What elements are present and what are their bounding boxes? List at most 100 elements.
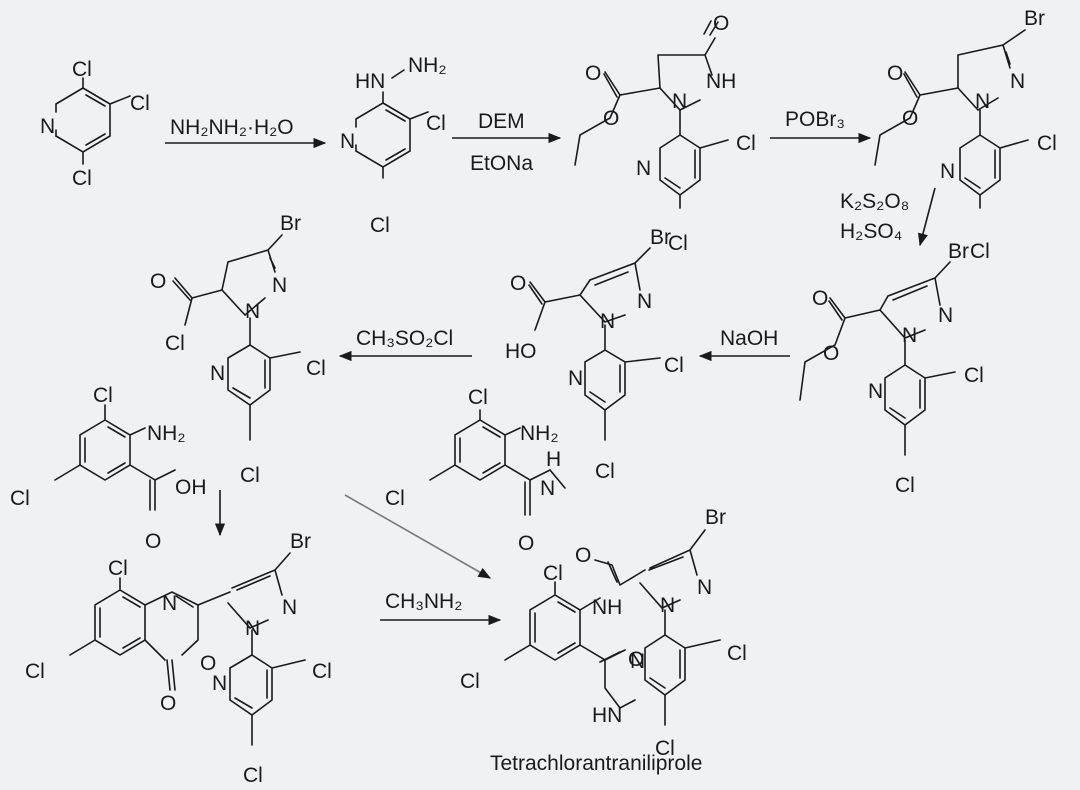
- atom-o: O: [628, 648, 644, 671]
- atom-cl: Cl: [468, 386, 488, 409]
- atom-o: O: [145, 530, 161, 553]
- atom-cl: Cl: [964, 364, 984, 387]
- reagent-step2-bottom: EtONa: [470, 152, 533, 175]
- atom-br: Br: [650, 226, 671, 249]
- atom-o: O: [713, 12, 729, 35]
- trichloropyridine-structure: [55, 77, 131, 165]
- atom-cl: Cl: [895, 474, 915, 497]
- atom-o: O: [510, 272, 526, 295]
- atom-cl: Cl: [72, 167, 92, 190]
- benzoxazinone-labels: Cl N O O Cl Br N N N Cl Cl: [25, 530, 332, 787]
- atom-n: N: [660, 594, 675, 617]
- atom-cl: Cl: [25, 660, 45, 683]
- atom-n: N: [868, 380, 883, 403]
- atom-o: O: [160, 692, 176, 715]
- atom-cl: Cl: [108, 557, 128, 580]
- reagent-step2-top: DEM: [478, 110, 525, 133]
- product-structure: [504, 529, 721, 726]
- bromo-pyrazole-acid-structure: [528, 247, 661, 441]
- acid-chloride-structure: [172, 234, 301, 441]
- atom-br: Br: [280, 212, 301, 235]
- trichloropyridine-labels: N Cl Cl Cl: [40, 58, 150, 190]
- atom-nh2: NH₂: [147, 422, 185, 445]
- atom-o: O: [902, 107, 918, 130]
- atom-n: N: [245, 300, 260, 323]
- atom-cl: Cl: [243, 764, 263, 787]
- hydrazinopyridine-labels: N HN NH₂ Cl Cl: [340, 54, 446, 237]
- reagent-step5: NaOH: [720, 327, 778, 350]
- atom-cl: Cl: [385, 487, 405, 510]
- atom-br: Br: [290, 530, 311, 553]
- atom-n: N: [697, 576, 712, 599]
- aminobenzamide-labels: Cl NH₂ H N O Cl: [385, 386, 561, 555]
- atom-hn: HN: [592, 704, 622, 727]
- atom-cl: Cl: [240, 464, 260, 487]
- atom-n: N: [210, 362, 225, 385]
- atom-cl: Cl: [165, 332, 185, 355]
- arrow-coupling: [344, 494, 492, 579]
- atom-cl: Cl: [1037, 132, 1057, 155]
- atom-o: O: [585, 62, 601, 85]
- reagent-step4-top: K₂S₂O₈: [840, 190, 909, 213]
- atom-cl: Cl: [426, 112, 446, 135]
- pyrazolidinone-ester-structure: [574, 20, 729, 209]
- atom-nh: NH: [592, 596, 622, 619]
- atom-o: O: [200, 652, 216, 675]
- bromo-pyrazole-ester-labels: Br N N O O N Cl Cl: [812, 240, 984, 497]
- atom-cl: Cl: [312, 660, 332, 683]
- bromo-dihydropyrazole-ester-structure: [874, 29, 1029, 209]
- atom-cl: Cl: [664, 354, 684, 377]
- atom-o: O: [150, 270, 166, 293]
- aminobenzoic-acid-structure: [54, 404, 176, 511]
- atom-cl: Cl: [72, 58, 92, 81]
- atom-ho: HO: [505, 340, 537, 363]
- atom-n: N: [1010, 70, 1025, 93]
- atom-nh2: NH₂: [520, 422, 558, 445]
- atom-n: N: [162, 592, 177, 615]
- aminobenzamide-structure: [429, 409, 566, 516]
- product-labels: Cl NH O Cl O HN Br N N N Cl Cl: [460, 506, 747, 760]
- atom-n: N: [630, 650, 645, 673]
- atom-cl: Cl: [655, 737, 675, 760]
- atom-n: N: [938, 304, 953, 327]
- atom-n: N: [975, 90, 990, 113]
- atom-n: N: [637, 290, 652, 313]
- atom-cl: Cl: [370, 214, 390, 237]
- atom-o: O: [603, 107, 619, 130]
- arrow-step4: [917, 187, 936, 247]
- atom-n: N: [568, 367, 583, 390]
- atom-hn: HN: [355, 70, 385, 93]
- atom-n: N: [540, 477, 555, 500]
- atom-cl: Cl: [460, 670, 480, 693]
- atom-br: Br: [948, 240, 969, 263]
- atom-n: N: [282, 596, 297, 619]
- reagent-step4-bottom: H₂SO₄: [840, 220, 902, 243]
- atom-nh: NH: [706, 70, 736, 93]
- reagent-step6: CH₃SO₂Cl: [356, 327, 453, 350]
- atom-br: Br: [705, 506, 726, 529]
- atom-h: H: [546, 448, 561, 471]
- atom-n: N: [40, 115, 55, 138]
- hydrazinopyridine-structure: [355, 69, 429, 179]
- atom-n: N: [340, 130, 355, 153]
- bromo-pyrazole-ester-structure: [799, 261, 956, 456]
- atom-cl: Cl: [595, 460, 615, 483]
- atom-n: N: [672, 90, 687, 113]
- reagent-step7: CH₃NH₂: [385, 590, 462, 613]
- bromo-dihydropyrazole-ester-labels: Br N N O O N Cl Cl: [887, 7, 1057, 263]
- acid-chloride-labels: Br N N O Cl N Cl Cl: [150, 212, 326, 487]
- atom-o: O: [812, 287, 828, 310]
- product-name: Tetrachlorantraniliprole: [490, 752, 702, 775]
- aminobenzoic-acid-labels: Cl NH₂ OH O Cl: [10, 384, 207, 553]
- bromo-pyrazole-acid-labels: Br N N O HO N Cl Cl: [505, 226, 684, 483]
- atom-cl: Cl: [130, 92, 150, 115]
- atom-cl: Cl: [306, 357, 326, 380]
- atom-cl: Cl: [727, 642, 747, 665]
- atom-nh2: NH₂: [408, 54, 446, 77]
- atom-cl: Cl: [543, 562, 563, 585]
- atom-o: O: [518, 532, 534, 555]
- atom-cl: Cl: [93, 384, 113, 407]
- atom-br: Br: [1024, 7, 1045, 30]
- atom-n: N: [212, 672, 227, 695]
- atom-n: N: [636, 157, 651, 180]
